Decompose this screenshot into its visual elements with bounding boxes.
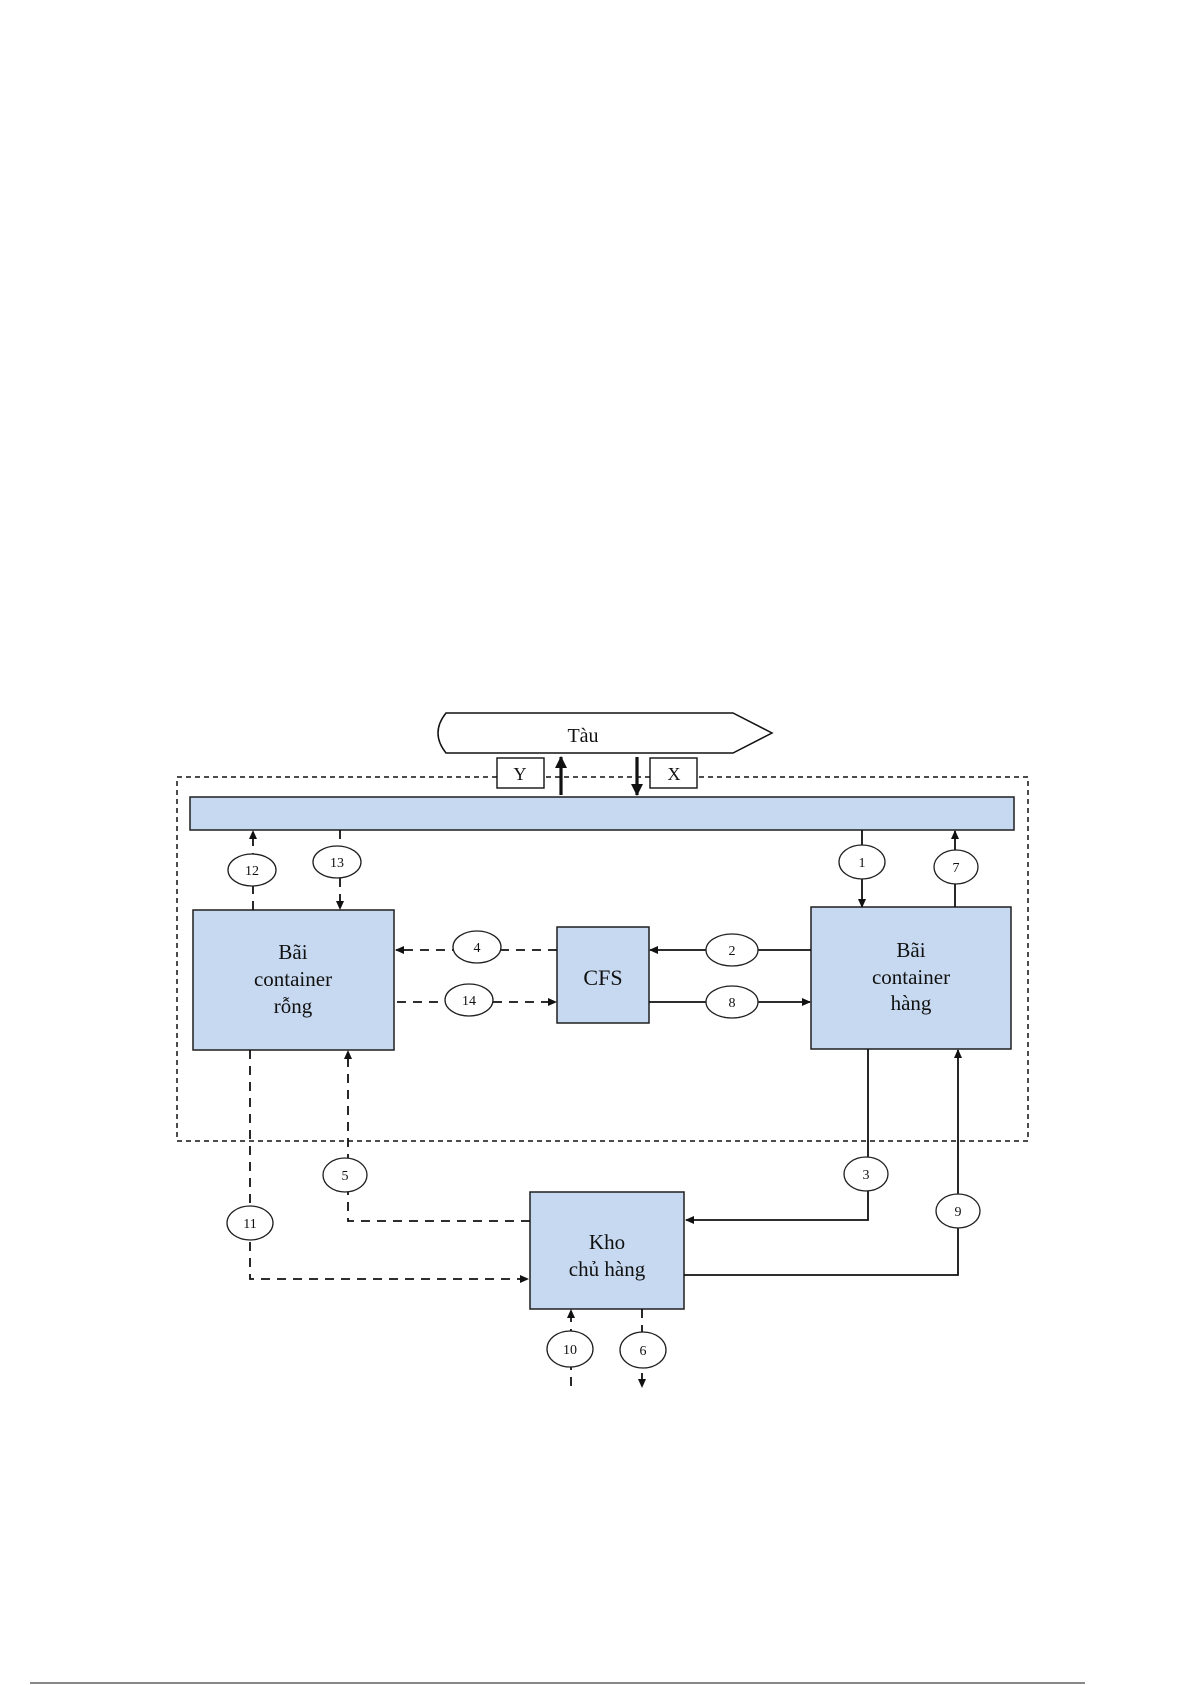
- svg-text:Y: Y: [514, 764, 527, 784]
- flow-label-6: 6: [620, 1332, 666, 1368]
- svg-text:4: 4: [474, 941, 481, 956]
- svg-text:6: 6: [640, 1344, 647, 1359]
- svg-text:5: 5: [342, 1169, 349, 1184]
- flow-label-1: 1: [839, 845, 885, 879]
- flow-label-7: 7: [934, 850, 978, 884]
- svg-text:2: 2: [729, 944, 736, 959]
- svg-text:12: 12: [245, 864, 259, 879]
- full-container-yard: Bãi container hàng: [811, 907, 1011, 1049]
- svg-text:10: 10: [563, 1343, 577, 1358]
- svg-text:chủ hàng: chủ hàng: [569, 1257, 646, 1281]
- flow-label-13: 13: [313, 846, 361, 878]
- flow-label-14: 14: [445, 984, 493, 1016]
- svg-text:9: 9: [955, 1205, 962, 1220]
- svg-text:container: container: [872, 965, 950, 989]
- svg-text:hàng: hàng: [891, 991, 932, 1015]
- flow-label-4: 4: [453, 931, 501, 963]
- ship-label: Tàu: [567, 725, 598, 747]
- x-box: X: [650, 758, 697, 788]
- flow-label-8: 8: [706, 986, 758, 1018]
- empty-container-yard: Bãi container rỗng: [193, 910, 394, 1050]
- flow-5-line: [348, 1051, 530, 1221]
- svg-text:11: 11: [243, 1217, 256, 1232]
- svg-text:1: 1: [859, 856, 866, 871]
- flow-label-11: 11: [227, 1206, 273, 1240]
- shipper-warehouse: Kho chủ hàng: [530, 1192, 684, 1309]
- svg-text:Bãi: Bãi: [278, 940, 307, 964]
- svg-text:X: X: [668, 764, 681, 784]
- flow-label-2: 2: [706, 934, 758, 966]
- ship-node: Tàu: [438, 713, 772, 753]
- flow-3-line: [686, 1049, 868, 1220]
- svg-text:13: 13: [330, 856, 344, 871]
- svg-text:3: 3: [863, 1168, 870, 1183]
- flow-label-12: 12: [228, 854, 276, 886]
- flow-11-line: [250, 1050, 528, 1279]
- svg-text:container: container: [254, 967, 332, 991]
- flow-9-line: [684, 1050, 958, 1275]
- svg-text:7: 7: [953, 861, 960, 876]
- svg-text:CFS: CFS: [583, 965, 622, 990]
- svg-text:rỗng: rỗng: [274, 994, 313, 1018]
- quay-band: [190, 797, 1014, 830]
- svg-text:8: 8: [729, 996, 736, 1011]
- flow-label-9: 9: [936, 1194, 980, 1228]
- svg-text:Bãi: Bãi: [896, 938, 925, 962]
- svg-text:Kho: Kho: [589, 1230, 625, 1254]
- flow-label-10: 10: [547, 1331, 593, 1367]
- flow-label-5: 5: [323, 1158, 367, 1192]
- y-box: Y: [497, 758, 544, 788]
- cfs-node: CFS: [557, 927, 649, 1023]
- svg-text:14: 14: [462, 994, 476, 1009]
- flow-label-3: 3: [844, 1157, 888, 1191]
